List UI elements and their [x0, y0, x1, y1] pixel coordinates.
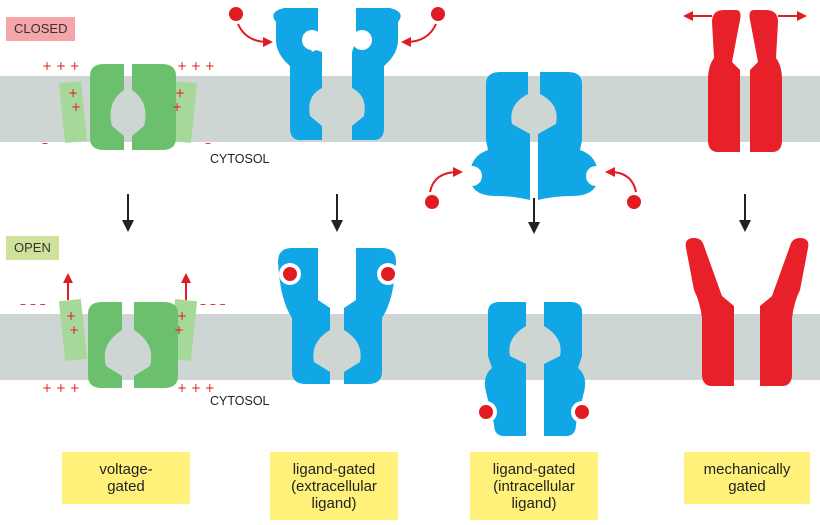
charge-plus: +: [177, 309, 187, 323]
voltage-subunit-left: [88, 302, 122, 388]
ligand-free: [627, 195, 641, 209]
voltage-sensor-left: [58, 299, 88, 361]
ligand-approach-arrow-left: [429, 167, 463, 193]
charge-plus: +: [174, 323, 184, 337]
caption-mechanically-gated: mechanically gated: [684, 452, 810, 504]
ligand-bound: [381, 267, 395, 281]
ligand-subunit-left: [484, 302, 526, 436]
ligand-bound: [283, 267, 297, 281]
charge-plus-row-right: + + +: [177, 59, 215, 73]
ligand-free: [431, 7, 445, 21]
charge-plus: +: [69, 323, 79, 337]
caption-ligand-extracellular: ligand-gated (extracellular ligand): [270, 452, 398, 520]
mechanically-gated-channel-closed: [683, 10, 807, 152]
ligand-subunit-right: [544, 302, 586, 436]
charge-plus: +: [66, 309, 76, 323]
mechanical-subunit-left: [708, 10, 741, 152]
mechanically-gated-channel-open: [685, 238, 809, 386]
voltage-subunit-right: [132, 64, 176, 150]
ligand-free: [229, 7, 243, 21]
caption-voltage-gated-text: voltage- gated: [99, 461, 153, 495]
charge-plus: +: [172, 100, 182, 114]
voltage-sensor-left: [58, 81, 88, 143]
caption-voltage-gated: voltage- gated: [62, 452, 190, 504]
ligand-bound: [575, 405, 589, 419]
cytosol-label-closed: CYTOSOL: [210, 152, 270, 166]
ligand-approach-arrow-right: [401, 23, 437, 47]
ligand-gated-extracellular-channel-closed: [229, 7, 445, 140]
ligand-approach-arrow-right: [605, 167, 637, 193]
charge-plus-row-left: + + +: [42, 381, 80, 395]
ligand-free: [425, 195, 439, 209]
caption-mechanically-gated-text: mechanically gated: [703, 461, 791, 495]
charge-plus: +: [71, 100, 81, 114]
voltage-gated-channel-open: – – – – – – + + + + + + + + + +: [20, 273, 226, 395]
open-state-label: OPEN: [6, 236, 59, 260]
charge-minus: –: [42, 136, 48, 150]
charge-plus: +: [68, 86, 78, 100]
ligand-binding-pocket: [586, 166, 606, 186]
cytosol-label-open: CYTOSOL: [210, 394, 270, 408]
caption-ligand-extracellular-text: ligand-gated (extracellular ligand): [291, 460, 377, 512]
mechanical-subunit-right: [760, 238, 809, 386]
charge-minus: –: [205, 136, 211, 150]
ligand-subunit-left: [470, 72, 530, 200]
charge-minus-row-right: – – –: [200, 297, 226, 311]
charge-plus-row-right: + + +: [177, 381, 215, 395]
mechanical-subunit-left: [685, 238, 734, 386]
mechanical-subunit-right: [749, 10, 782, 152]
caption-ligand-intracellular: ligand-gated (intracellular ligand): [470, 452, 598, 520]
ligand-binding-pocket: [352, 30, 372, 50]
voltage-subunit-left: [90, 64, 124, 150]
ligand-binding-pocket: [462, 166, 482, 186]
ligand-approach-arrow-left: [237, 23, 273, 47]
caption-ligand-intracellular-text: ligand-gated (intracellular ligand): [492, 460, 576, 512]
closed-state-label: CLOSED: [6, 17, 76, 41]
ligand-subunit-right: [538, 72, 598, 200]
membrane-open: [0, 314, 820, 380]
charge-plus: +: [175, 86, 185, 100]
ligand-gated-extracellular-channel-open: [278, 248, 399, 384]
voltage-gated-channel-closed: + + + + + + + + + + – –: [42, 59, 215, 150]
ligand-gated-intracellular-channel-open: [475, 302, 593, 436]
ligand-bound: [479, 405, 493, 419]
ligand-binding-pocket: [302, 30, 322, 50]
charge-minus-row-left: – – –: [20, 297, 46, 311]
charge-plus-row-left: + + +: [42, 59, 80, 73]
voltage-subunit-right: [134, 302, 178, 388]
ligand-gated-intracellular-channel-closed: [425, 72, 641, 209]
